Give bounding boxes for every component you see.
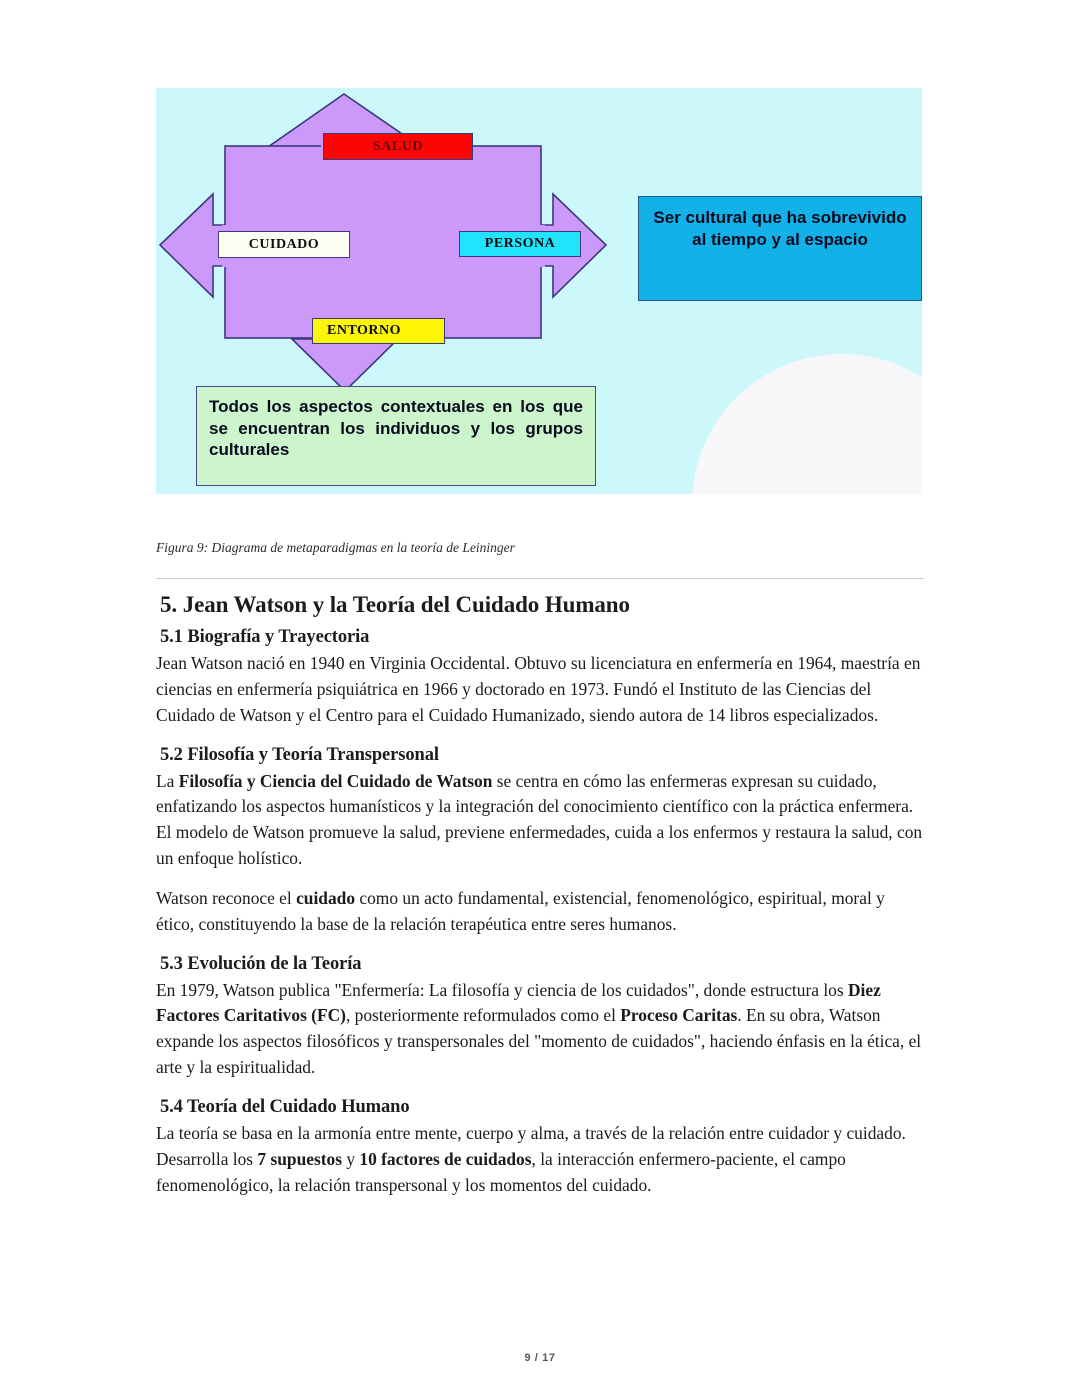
run-plain: En 1979, Watson publica "Enfermería: La …: [156, 979, 848, 1000]
run-bold-cuidado: cuidado: [296, 887, 356, 908]
paragraph-5-3-1: En 1979, Watson publica "Enfermería: La …: [156, 978, 924, 1081]
run-plain: La: [156, 770, 179, 791]
run-plain: . En su obra, Watson expande los aspecto…: [156, 1005, 922, 1078]
run-bold-filosofia: Filosofía y Ciencia del Cuidado de Watso…: [178, 770, 493, 791]
run-plain: , la interacción enfermero-paciente, el …: [156, 1148, 846, 1195]
callout-entorno: Todos los aspectos contextuales en los q…: [196, 386, 596, 486]
page-number: 9 / 17: [524, 1352, 556, 1364]
paragraph-5-1-1: Jean Watson nació en 1940 en Virginia Oc…: [156, 653, 921, 725]
figure-caption: Figura 9: Diagrama de metaparadigmas en …: [156, 540, 515, 555]
run-bold-diez-factores: Diez Factores Caritativos (FC): [156, 979, 881, 1026]
page-footer: 9 / 17: [0, 1352, 1080, 1364]
subsection-heading-5-2: 5.2 Filosofía y Teoría Transpersonal: [160, 744, 439, 765]
figure-9: SALUD CUIDADO PERSONA ENTORNO Ser cultur…: [156, 88, 922, 494]
node-label-cuidado-text: CUIDADO: [248, 236, 320, 252]
node-label-salud-text: SALUD: [373, 138, 423, 154]
run-plain: se centra en cómo las enfermeras expresa…: [156, 770, 923, 869]
node-label-salud: SALUD: [323, 133, 473, 160]
paragraph-5-4-1: La teoría se basa en la armonía entre me…: [156, 1121, 924, 1199]
node-label-persona-text: PERSONA: [484, 236, 556, 251]
run-plain: La teoría se basa en la armonía entre me…: [156, 1122, 906, 1169]
subsection-heading-5-4: 5.4 Teoría del Cuidado Humano: [160, 1096, 410, 1117]
section-heading-5: 5. Jean Watson y la Teoría del Cuidado H…: [160, 592, 630, 617]
section-content: 5. Jean Watson y la Teoría del Cuidado H…: [156, 592, 924, 1213]
subsection-heading-5-1: 5.1 Biografía y Trayectoria: [160, 627, 370, 647]
node-label-persona: PERSONA: [459, 231, 581, 257]
run-bold-proceso-caritas: Proceso Caritas: [620, 1005, 738, 1026]
paragraph-5-2-2: Watson reconoce el cuidado como un acto …: [156, 886, 924, 938]
subsection-heading-5-3: 5.3 Evolución de la Teoría: [160, 953, 362, 974]
node-label-entorno: ENTORNO: [312, 318, 445, 344]
paragraph-5-2-1: La Filosofía y Ciencia del Cuidado de Wa…: [156, 769, 924, 872]
section-divider: [156, 578, 924, 579]
run-plain: , posteriormente reformulados como el: [345, 1005, 621, 1026]
node-label-cuidado: CUIDADO: [218, 231, 350, 258]
run-plain: Watson reconoce el: [156, 887, 297, 908]
run-bold-10-factores: 10 factores de cuidados: [359, 1148, 532, 1169]
node-label-entorno-text: ENTORNO: [327, 323, 402, 338]
figure-canvas: SALUD CUIDADO PERSONA ENTORNO Ser cultur…: [156, 88, 922, 494]
arrow-left: [158, 192, 227, 299]
run-bold-7-supuestos: 7 supuestos: [257, 1148, 342, 1169]
callout-persona: Ser cultural que ha sobrevivido al tiemp…: [638, 196, 922, 301]
run-plain: y: [342, 1148, 360, 1169]
run-plain: como un acto fundamental, existencial, f…: [156, 887, 885, 934]
